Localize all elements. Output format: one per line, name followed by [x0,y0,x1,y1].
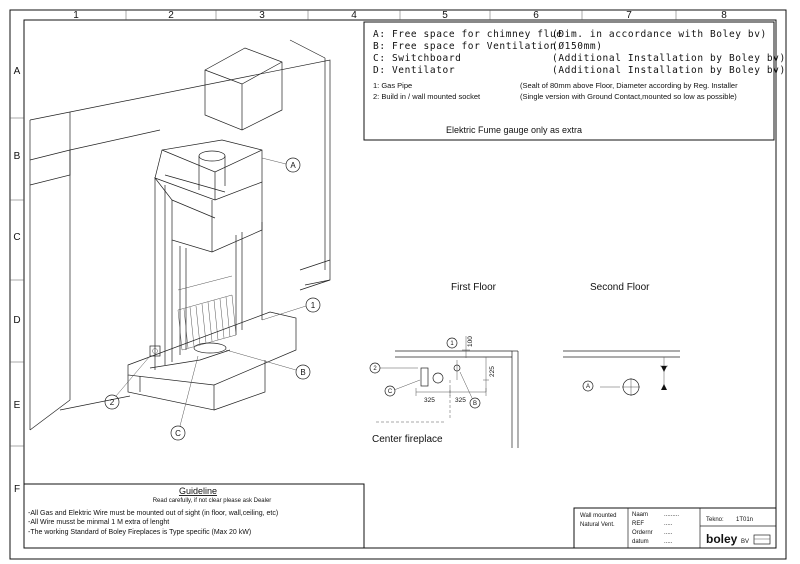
field-datum-label: datum [632,539,649,545]
title-block: Wall mounted Natural Vent. Naam ........… [573,507,777,549]
legend-note-b: (Ø150mm) [552,41,603,52]
field-ordernr-label: Ordernr [632,530,653,536]
tekno-value: 1T01n [736,517,753,523]
gas-pipe-symbol [432,372,444,384]
field-naam-label: Naam [632,512,648,518]
fireplace-hood [153,139,263,253]
legend-note-a: (Dim. in accordance with Boley bv) [552,29,767,40]
flue-pipe [198,150,226,162]
brand-suffix: BV [741,539,749,545]
brand-logo: boley [706,532,738,546]
column-label: 8 [721,10,727,21]
plan-callout-c: C [384,379,421,397]
legend-item-b: B: Free space for Ventilation [373,41,556,52]
callout-c: C [170,355,199,441]
row-ruler [10,117,24,447]
guideline-box: Guideline Read carefully, if not clear p… [23,483,365,549]
column-ruler [125,10,677,20]
svg-text:C: C [388,389,393,395]
legend-item-2: 2: Build in / wall mounted socket [373,92,481,101]
legend-item-c: C: Switchboard [373,53,461,64]
dim-325-right: 325 [455,397,466,404]
wall-socket [149,345,161,357]
isometric-fireplace-drawing: A 1 B 2 C [29,39,331,441]
callout-a: A [261,157,301,173]
column-label: 3 [259,10,265,21]
row-label: E [14,400,21,411]
svg-text:B: B [300,368,305,377]
hearth-base [127,311,297,411]
column-label: 1 [73,10,79,21]
plan-callout-b: B [459,371,481,409]
legend-note-2: (Single version with Ground Contact,moun… [520,92,737,101]
dim-325-left: 325 [424,397,435,404]
column-label: 6 [533,10,539,21]
description-line-1: Wall mounted [580,513,616,519]
column-label: 4 [351,10,357,21]
svg-text:1: 1 [311,301,316,310]
dim-100: 100 [467,336,474,347]
row-labels: A B C D E F [13,66,20,495]
column-label: 5 [442,10,448,21]
svg-text:2: 2 [110,398,115,407]
svg-text:A: A [586,384,590,390]
guideline-title: Guideline [179,486,217,496]
guideline-subtitle: Read carefully, if not clear please ask … [153,498,272,504]
svg-text:2: 2 [373,366,377,372]
column-label: 2 [168,10,174,21]
dim-225: 225 [489,366,496,377]
column-label: 7 [626,10,632,21]
plan-callout-2: 2 [369,362,418,374]
second-floor-plan: Second Floor A [563,282,680,396]
firebox-grille [177,275,237,351]
svg-text:B: B [473,401,477,407]
flue-opening-symbol [622,378,640,396]
field-datum-value: ..... [664,539,673,545]
guideline-line-2: -All Wire musst be minmal 1 M extra of l… [28,519,169,526]
socket-symbol [420,367,429,387]
callout-2: 2 [104,355,151,410]
row-label: C [13,232,20,243]
field-naam-value: ......... [664,512,679,518]
legend-note-c: (Additional Installation by Boley bv) [552,53,786,64]
field-ordernr-value: ..... [664,530,673,536]
svg-text:C: C [175,429,181,438]
callout-1: 1 [261,297,321,321]
row-label: A [14,66,21,77]
row-label: B [14,151,21,162]
column-labels: 1 2 3 4 5 6 7 8 [73,10,727,21]
legend-item-1: 1: Gas Pipe [373,81,412,90]
ceiling-box [204,47,283,131]
legend-note-1: (Sealt of 80mm above Floor, Diameter acc… [520,81,738,90]
first-floor-plan: First Floor 100 225 325 325 [369,282,519,448]
field-ref-label: REF [632,521,644,527]
outer-frame [9,9,787,560]
plan-callout-1: 1 [446,337,458,349]
row-label: D [13,315,20,326]
brand-mark-icon [753,534,771,545]
legend-item-a: A: Free space for chimney flue [373,29,563,40]
legend-note-d: (Additional Installation by Boley bv) [552,65,786,76]
legend-footer: Elektric Fume gauge only as extra [446,125,582,135]
second-floor-title: Second Floor [590,282,650,293]
center-fireplace-caption: Center fireplace [372,434,443,445]
room-walls [29,39,331,431]
legend-box: A: Free space for chimney flue (Dim. in … [363,21,786,141]
guideline-line-3: -The working Standard of Boley Fireplace… [28,529,251,536]
guideline-line-1: -All Gas and Elektric Wire must be mount… [28,510,278,517]
tekno-label: Tekno: [706,517,724,523]
field-ref-value: ..... [664,521,673,527]
first-floor-title: First Floor [451,282,497,293]
legend-item-d: D: Ventilator [373,65,455,76]
description-line-2: Natural Vent. [580,522,615,528]
fireplace-columns [154,178,263,370]
row-label: F [14,484,20,495]
svg-text:A: A [290,161,296,170]
svg-text:1: 1 [450,341,454,347]
plan-callout-a: A [582,380,594,392]
callout-b: B [225,349,311,380]
hearth-vent-hole [193,342,227,354]
